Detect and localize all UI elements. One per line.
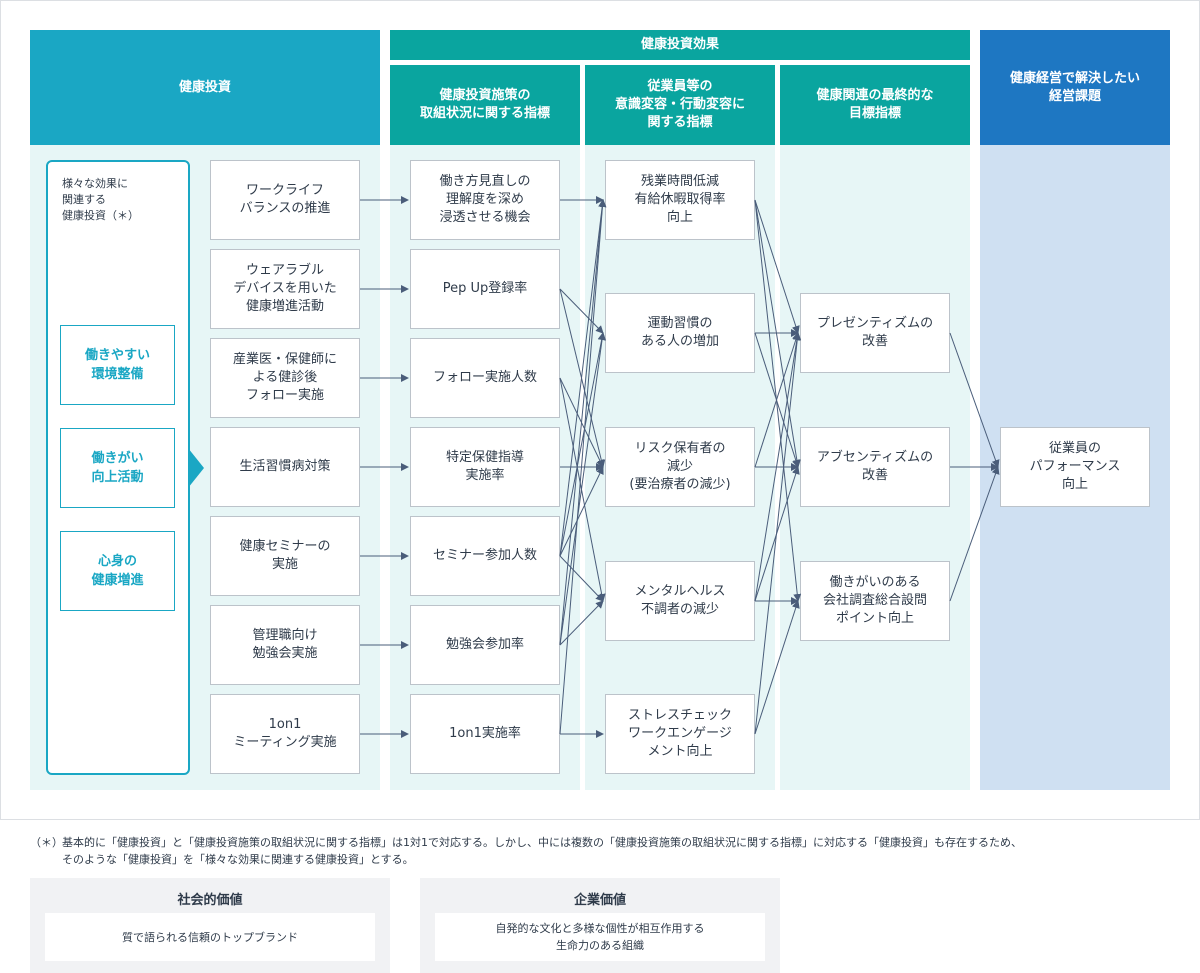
indicator-box: 働き方見直しの 理解度を深め 浸透させる機会 xyxy=(410,160,560,240)
indicator-box: フォロー実施人数 xyxy=(410,338,560,418)
corporate-value-text: 自発的な文化と多様な個性が相互作用する 生命力のある組織 xyxy=(435,913,765,961)
investment-box: 管理職向け 勉強会実施 xyxy=(210,605,360,685)
indicator-box: 特定保健指導 実施率 xyxy=(410,427,560,507)
investment-box: 生活習慣病対策 xyxy=(210,427,360,507)
footnote-mark: （＊） xyxy=(30,836,63,849)
footnote-text: 基本的に「健康投資」と「健康投資施策の取組状況に関する指標」は1対1で対応する。… xyxy=(62,836,1022,866)
behavior-box: ストレスチェック ワークエンゲージ メント向上 xyxy=(605,694,755,774)
header-goals: 健康関連の最終的な 目標指標 xyxy=(780,65,970,145)
goal-box: プレゼンティズムの 改善 xyxy=(800,293,950,373)
investment-box: 産業医・保健師に よる健診後 フォロー実施 xyxy=(210,338,360,418)
indicator-box: 勉強会参加率 xyxy=(410,605,560,685)
header-behaviors: 従業員等の 意識変容・行動変容に 関する指標 xyxy=(585,65,775,145)
goal-box: アブセンティズムの 改善 xyxy=(800,427,950,507)
investment-box: ウェアラブル デバイスを用いた 健康増進活動 xyxy=(210,249,360,329)
goal-box: 働きがいのある 会社調査総合設問 ポイント向上 xyxy=(800,561,950,641)
behavior-box: 運動習慣の ある人の増加 xyxy=(605,293,755,373)
indicator-box: セミナー参加人数 xyxy=(410,516,560,596)
behavior-box: 残業時間低減 有給休暇取得率 向上 xyxy=(605,160,755,240)
investment-box: 1on1 ミーティング実施 xyxy=(210,694,360,774)
category-health: 心身の 健康増進 xyxy=(60,531,175,611)
header-investment: 健康投資 xyxy=(30,30,380,145)
social-value-title: 社会的価値 xyxy=(177,893,243,908)
category-motivation: 働きがい 向上活動 xyxy=(60,428,175,508)
panel-pointer-icon xyxy=(188,448,204,488)
header-issue: 健康経営で解決したい 経営課題 xyxy=(980,30,1170,145)
category-work-environment: 働きやすい 環境整備 xyxy=(60,325,175,405)
header-effects-group: 健康投資効果 xyxy=(390,30,970,60)
corporate-value-card: 企業価値 自発的な文化と多様な個性が相互作用する 生命力のある組織 xyxy=(420,878,780,973)
behavior-box: メンタルヘルス 不調者の減少 xyxy=(605,561,755,641)
header-indicators: 健康投資施策の 取組状況に関する指標 xyxy=(390,65,580,145)
indicator-box: 1on1実施率 xyxy=(410,694,560,774)
issue-box: 従業員の パフォーマンス 向上 xyxy=(1000,427,1150,507)
behavior-box: リスク保有者の 減少 (要治療者の減少) xyxy=(605,427,755,507)
corporate-value-title: 企業価値 xyxy=(573,893,626,908)
investment-box: 健康セミナーの 実施 xyxy=(210,516,360,596)
indicator-box: Pep Up登録率 xyxy=(410,249,560,329)
social-value-card: 社会的価値 質で語られる信頼のトップブランド xyxy=(30,878,390,973)
social-value-text: 質で語られる信頼のトップブランド xyxy=(45,913,375,961)
investment-group-note: 様々な効果に 関連する 健康投資（＊） xyxy=(62,177,139,222)
investment-box: ワークライフ バランスの推進 xyxy=(210,160,360,240)
